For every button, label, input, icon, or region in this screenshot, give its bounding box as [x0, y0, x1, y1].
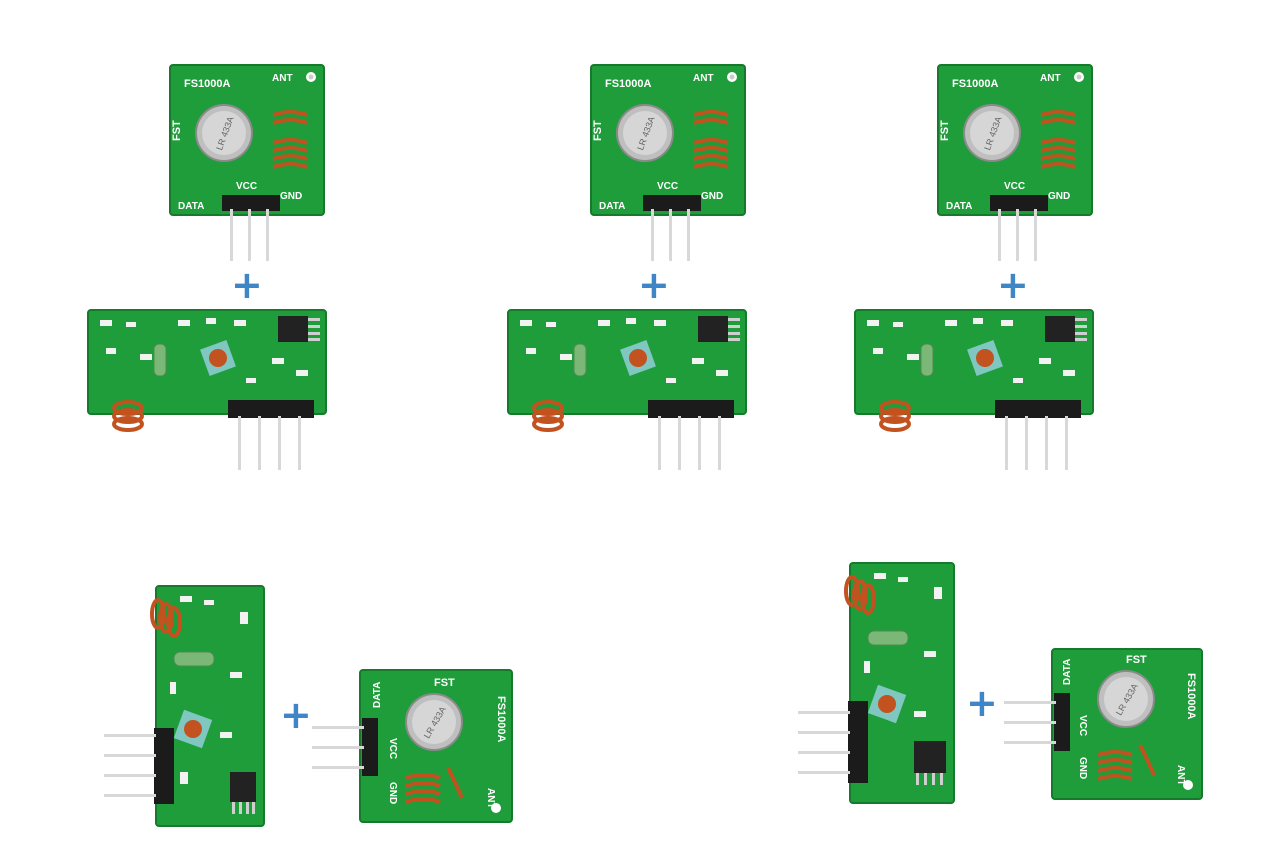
silkscreen-brand-label: FST [592, 120, 604, 141]
silkscreen-ant-label: ANT [1175, 765, 1186, 786]
silkscreen-vcc-label: VCC [387, 738, 398, 759]
silkscreen-brand-label: FST [171, 120, 183, 141]
receiver-module-2 [506, 308, 751, 473]
receiver-module-vertical-2 [794, 561, 964, 807]
silkscreen-brand-label: FST [434, 677, 455, 689]
silkscreen-brand-label: FST [1126, 654, 1147, 666]
silkscreen-model-label: FS1000A [952, 78, 999, 90]
plus-icon: + [280, 693, 312, 737]
transmitter-module-3: FS1000A ANT FST LR 433A VCC GND DATA [936, 63, 1096, 268]
transmitter-module-rotated-1: DATA FST FS1000A VCC GND ANT LR 433A [308, 668, 514, 826]
silkscreen-vcc-label: VCC [1077, 715, 1088, 736]
silkscreen-ant-label: ANT [1040, 73, 1061, 84]
receiver-module-vertical-1 [100, 582, 270, 832]
plus-icon: + [231, 263, 263, 307]
silkscreen-gnd-label: GND [387, 782, 398, 804]
transmitter-module-rotated-2: DATA FST FS1000A VCC GND ANT LR 433A [1002, 647, 1204, 803]
receiver-module-3 [853, 308, 1098, 473]
silkscreen-ant-label: ANT [485, 788, 496, 809]
silkscreen-data-label: DATA [599, 201, 625, 212]
silkscreen-data-label: DATA [1062, 659, 1073, 685]
silkscreen-gnd-label: GND [1077, 757, 1088, 779]
silkscreen-model-label: FS1000A [184, 78, 231, 90]
plus-icon: + [997, 263, 1029, 307]
transmitter-module-2: FS1000A ANT FST LR 433A VCC GND DATA [589, 63, 749, 268]
silkscreen-data-label: DATA [178, 201, 204, 212]
silkscreen-data-label: DATA [372, 682, 383, 708]
silkscreen-model-label: FS1000A [1185, 673, 1197, 720]
silkscreen-vcc-label: VCC [236, 181, 257, 192]
plus-icon: + [638, 263, 670, 307]
silkscreen-model-label: FS1000A [495, 696, 507, 743]
silkscreen-data-label: DATA [946, 201, 972, 212]
silkscreen-gnd-label: GND [1048, 191, 1070, 202]
transmitter-module-1: FS1000A ANT FST LR 433A VCC GND DATA [168, 63, 328, 268]
silkscreen-brand-label: FST [939, 120, 951, 141]
silkscreen-gnd-label: GND [701, 191, 723, 202]
silkscreen-ant-label: ANT [693, 73, 714, 84]
receiver-module-1 [86, 308, 331, 473]
silkscreen-vcc-label: VCC [657, 181, 678, 192]
silkscreen-ant-label: ANT [272, 73, 293, 84]
silkscreen-model-label: FS1000A [605, 78, 652, 90]
plus-icon: + [966, 681, 998, 725]
silkscreen-gnd-label: GND [280, 191, 302, 202]
silkscreen-vcc-label: VCC [1004, 181, 1025, 192]
